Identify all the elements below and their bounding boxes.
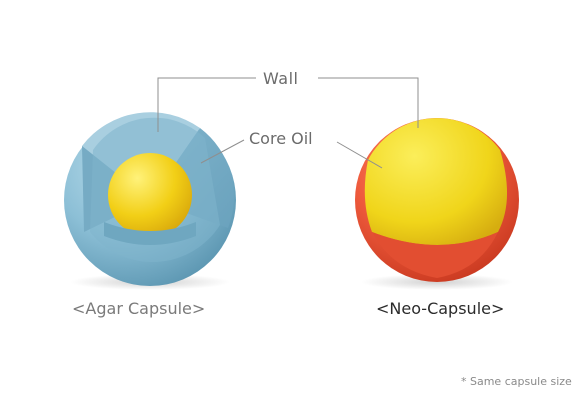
size-note: * Same capsule size [461,375,572,388]
agar-capsule-label: <Agar Capsule> [72,299,206,318]
neo-capsule-label: <Neo-Capsule> [376,299,505,318]
wall-label: Wall [263,69,299,88]
wall-leader-right [318,77,419,128]
core-oil-label: Core Oil [249,129,313,148]
neo-capsule-illustration [355,118,519,290]
agar-capsule-illustration [64,112,236,290]
agar-core-oil [108,153,192,237]
neo-core-oil [364,118,508,245]
leader-lines [157,77,419,169]
core-leader-left [200,139,245,164]
neo-wall-lower-rim [372,232,498,278]
core-leader-right [336,141,383,169]
agar-cut-lower-edge [104,222,196,245]
wall-leader-left [157,77,256,132]
